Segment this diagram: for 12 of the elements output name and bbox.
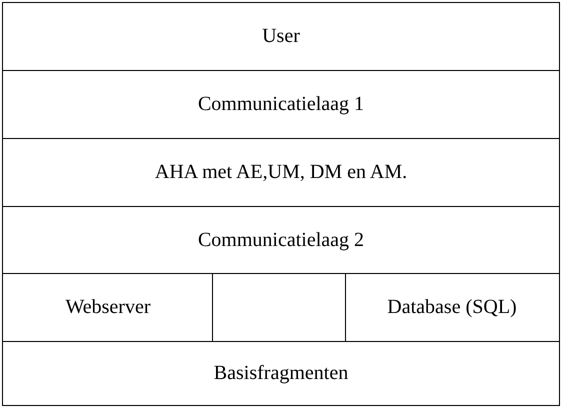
layer-box	[2, 206, 560, 274]
layer-label: Communicatielaag 1	[198, 93, 364, 116]
layer-label: Basisfragmenten	[214, 362, 348, 385]
layer-box	[2, 138, 560, 207]
layer-label: Webserver	[65, 296, 150, 319]
layer-label: User	[262, 25, 300, 48]
layer-box	[2, 2, 560, 71]
layer-label: Database (SQL)	[387, 296, 517, 319]
layer-box	[2, 70, 560, 139]
layer-box	[2, 341, 560, 406]
layer-label: AHA met AE,UM, DM en AM.	[154, 161, 408, 184]
layer-label: Communicatielaag 2	[198, 228, 364, 252]
